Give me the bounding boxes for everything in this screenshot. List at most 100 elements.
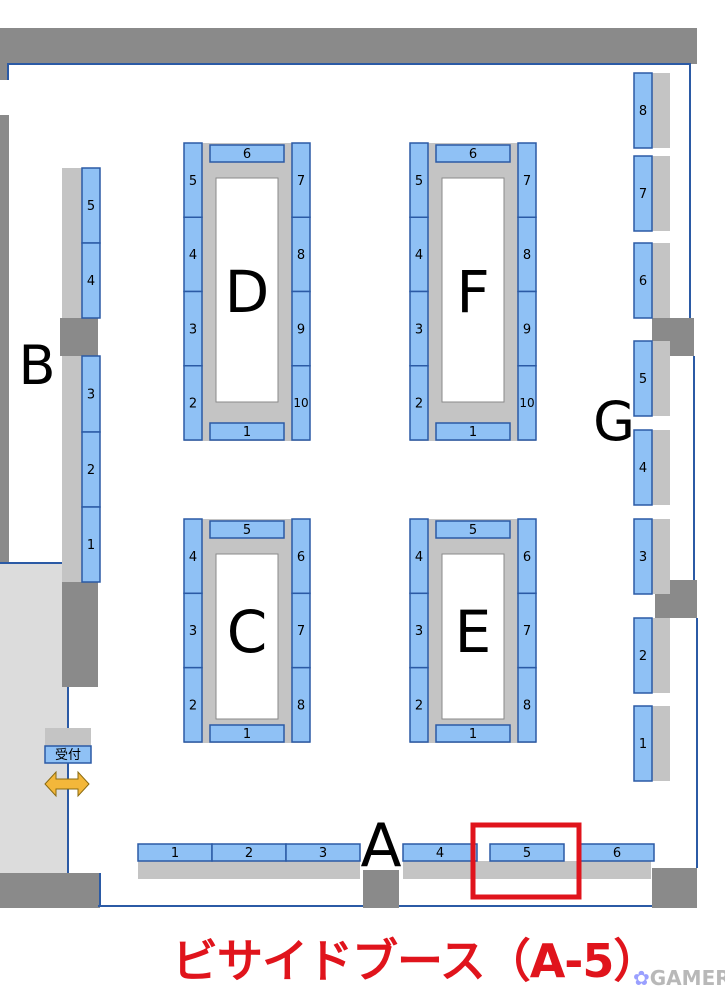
booth-G-5: 5: [633, 340, 653, 417]
booth-F-7: 7: [517, 142, 537, 218]
booth-rect: [517, 365, 537, 441]
booth-number: 5: [523, 846, 531, 861]
booth-F-8: 8: [517, 216, 537, 293]
booth-number: 3: [189, 624, 197, 639]
island-E-inner: [441, 553, 505, 720]
booth-F-4: 4: [409, 216, 429, 293]
booth-rect: [633, 617, 653, 694]
area-label-G: G: [593, 390, 635, 453]
booth-C-6: 6: [291, 518, 311, 595]
booth-A-4: 4: [402, 843, 478, 862]
booth-rect: [183, 666, 203, 743]
g-shadow-7: [652, 156, 670, 231]
g-shadow-4: [652, 430, 670, 505]
booth-number: 3: [639, 550, 647, 565]
booth-number: 5: [639, 372, 647, 387]
b-pillar: [60, 318, 98, 356]
booth-number: 5: [189, 174, 197, 189]
booth-G-1: 1: [633, 705, 653, 782]
g-shadow-2: [652, 618, 670, 693]
booth-E-8: 8: [517, 666, 537, 743]
area-label-C: C: [227, 598, 268, 666]
booth-B-1: 1: [81, 506, 101, 583]
booth-rect: [633, 429, 653, 506]
booth-number: 9: [523, 322, 531, 337]
highlight-caption: ビサイドブース（A-5）: [172, 934, 659, 988]
booth-D-7: 7: [291, 142, 311, 218]
booth-D-6: 6: [209, 144, 285, 163]
booth-number: 3: [189, 322, 197, 337]
booth-rect: [81, 506, 101, 583]
g-shadow-1: [652, 706, 670, 781]
booth-B-2: 2: [81, 431, 101, 508]
booth-number: 1: [243, 425, 251, 440]
booth-number: 2: [87, 463, 95, 478]
booth-number: 2: [189, 397, 197, 412]
booth-number: 7: [523, 174, 531, 189]
booth-number: 8: [523, 248, 531, 263]
booth-number: 4: [436, 846, 444, 861]
booth-number: 7: [639, 187, 647, 202]
outline-walls: [7, 63, 698, 907]
booth-rect: [633, 155, 653, 232]
booth-rect: [402, 843, 478, 862]
top-left-wall: [0, 28, 8, 80]
reception-counter: [45, 728, 91, 746]
top-wall: [0, 28, 697, 64]
booths: 6154327891061543278910514326785143267854…: [81, 72, 655, 900]
g-shadow-6: [652, 243, 670, 318]
booth-rect: [633, 518, 653, 595]
booth-rect: [291, 666, 311, 743]
booth-number: 8: [523, 699, 531, 714]
booth-B-5: 5: [81, 167, 101, 244]
booth-number: 4: [189, 550, 197, 565]
booth-number: 6: [523, 550, 531, 565]
booth-A-5: 5: [489, 843, 565, 862]
booth-rect: [633, 72, 653, 149]
area-label-B: B: [18, 334, 55, 397]
booth-rect: [435, 724, 511, 743]
booth-number: 2: [245, 846, 253, 861]
booth-number: 10: [293, 396, 308, 410]
booth-number: 5: [243, 523, 251, 538]
g-shadow-5: [652, 341, 670, 416]
area-label-F: F: [456, 258, 489, 326]
booth-D-4: 4: [183, 216, 203, 293]
booth-A-6: 6: [579, 843, 655, 862]
booth-number: 8: [639, 104, 647, 119]
highlight-box: [470, 822, 582, 900]
booth-rect: [291, 365, 311, 441]
booth-rect: [209, 422, 285, 441]
walls: [0, 28, 698, 908]
booth-G-2: 2: [633, 617, 653, 694]
booth-number: 8: [297, 248, 305, 263]
booth-number: 7: [523, 624, 531, 639]
booth-number: 6: [469, 147, 477, 162]
booth-number: 4: [415, 248, 423, 263]
booth-A-1: 1: [137, 843, 213, 862]
booth-number: 2: [639, 649, 647, 664]
booth-G-7: 7: [633, 155, 653, 232]
booth-rect: [435, 422, 511, 441]
area-label-E: E: [455, 598, 492, 666]
booth-number: 5: [469, 523, 477, 538]
booth-number: 1: [171, 846, 179, 861]
booth-E-2: 2: [409, 666, 429, 743]
booth-number: 7: [297, 624, 305, 639]
booth-G-6: 6: [633, 242, 653, 319]
booth-rect: [209, 520, 285, 539]
watermark-text: GAMER: [649, 966, 725, 990]
booth-number: 5: [87, 199, 95, 214]
booth-C-5: 5: [209, 520, 285, 539]
booth-number: 2: [415, 397, 423, 412]
booth-rect: [435, 520, 511, 539]
booth-F-10: 10: [517, 365, 537, 441]
area-label-A: A: [360, 811, 401, 881]
booth-number: 1: [469, 727, 477, 742]
booth-rect: [209, 724, 285, 743]
booth-D-9: 9: [291, 290, 311, 367]
gamer-logo-icon: ✿: [633, 966, 650, 990]
reception-booth: [44, 745, 92, 764]
entrance-arrow-icon: [44, 770, 90, 798]
